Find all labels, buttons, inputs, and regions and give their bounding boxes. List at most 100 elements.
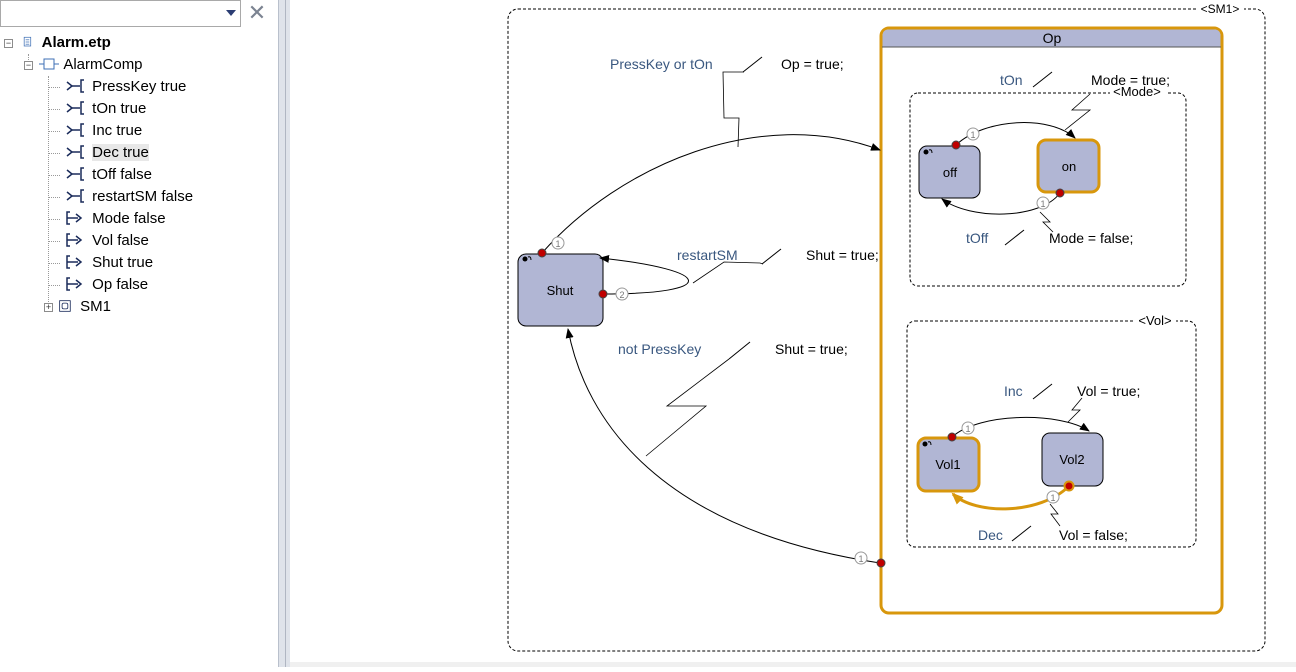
tree-item-output[interactable]: Shut true <box>66 253 153 273</box>
transition-restart-zigzag <box>692 261 764 284</box>
mode-label-bg <box>1110 86 1166 99</box>
sm1-label-bg <box>1196 2 1244 16</box>
priority-badge <box>1046 490 1060 504</box>
transition-vol1-to-vol2-action: Vol = true; <box>1077 383 1140 399</box>
output-port-icon <box>66 233 83 247</box>
tree-item-input[interactable]: Inc true <box>66 121 142 141</box>
tree-label-input: tOn true <box>92 100 147 117</box>
expand-toggle-sm1[interactable]: + <box>44 302 53 312</box>
tree-item-input[interactable]: Dec true <box>66 143 149 163</box>
collapse-toggle-component[interactable]: − <box>24 60 33 70</box>
priority-label: 2 <box>619 290 624 300</box>
output-port-icon <box>66 277 83 291</box>
tree-label-root: Alarm.etp <box>41 34 111 51</box>
off-state-label: off <box>943 165 958 180</box>
priority-label: 1 <box>858 554 863 564</box>
tree-label-input: Inc true <box>92 122 143 139</box>
op-state-label: Op <box>1043 30 1062 46</box>
horizontal-scrollbar-track[interactable] <box>290 662 1296 667</box>
transition-op-to-shut-zigzag <box>645 358 730 457</box>
vol2-state-label: Vol2 <box>1059 452 1084 467</box>
tree-label-input: tOff false <box>92 166 152 183</box>
chevron-down-icon[interactable] <box>226 10 236 16</box>
tree-label-output: Shut true <box>92 254 154 271</box>
input-port-icon <box>66 123 84 137</box>
transition-source-dot <box>876 558 886 568</box>
transition-op-to-shut-slash <box>728 341 751 360</box>
vol-region[interactable] <box>906 320 1197 548</box>
output-port-icon <box>66 255 83 269</box>
transition-source-dot <box>1055 188 1065 198</box>
close-icon[interactable]: ✕ <box>247 0 267 25</box>
tree-item-input[interactable]: PressKey true <box>66 77 186 97</box>
transition-shut-to-op[interactable] <box>541 134 881 254</box>
priority-badge <box>615 287 629 301</box>
transition-on-to-off-slash <box>1004 229 1025 246</box>
transition-off-to-on-zigzag <box>1064 93 1092 131</box>
tree-item-output[interactable]: Vol false <box>66 231 149 251</box>
state-machine-icon <box>59 300 71 312</box>
output-port-icon <box>66 211 83 225</box>
component-icon <box>39 58 59 70</box>
tree-item-input[interactable]: tOff false <box>66 165 152 185</box>
input-port-icon <box>66 145 84 159</box>
tree-label-output: Mode false <box>92 210 166 227</box>
transition-restart-slash <box>761 248 782 265</box>
tree-label-input: Dec true <box>92 144 149 161</box>
tree-item-input[interactable]: tOn true <box>66 99 146 119</box>
mode-region[interactable] <box>909 92 1187 287</box>
explorer-combo-box[interactable] <box>0 0 241 27</box>
priority-badge <box>551 236 565 250</box>
on-state[interactable] <box>1036 138 1101 194</box>
transition-vol1-to-vol2-zigzag <box>1067 397 1083 423</box>
vol-region-label: <Vol> <box>1138 313 1171 328</box>
priority-label: 1 <box>1040 199 1045 209</box>
transition-restart-loop[interactable] <box>599 254 689 295</box>
tree-item-output[interactable]: Mode false <box>66 209 166 229</box>
tree-item-input[interactable]: restartSM false <box>66 187 193 207</box>
shut-state-label: Shut <box>547 283 574 298</box>
transition-vol2-to-vol1-trigger: Dec <box>978 527 1003 543</box>
transition-off-to-on-trigger: tOn <box>1000 72 1023 88</box>
on-state-label: on <box>1062 159 1076 174</box>
transition-source-dot <box>598 289 608 299</box>
transition-op-to-shut-trigger: not PressKey <box>618 341 701 357</box>
tree-item-root[interactable]: Alarm.etp <box>22 33 111 53</box>
transition-vol2-to-vol1-slash <box>1011 525 1032 542</box>
tree-label-output: Vol false <box>92 232 149 249</box>
transition-on-to-off-trigger: tOff <box>966 230 988 246</box>
priority-label: 1 <box>970 130 975 140</box>
transition-source-dot <box>951 140 961 150</box>
priority-badge <box>966 127 980 141</box>
transition-shut-to-op-trigger: PressKey or tOn <box>610 56 713 72</box>
off-state[interactable] <box>918 145 981 199</box>
priority-label: 1 <box>555 239 560 249</box>
document-icon <box>23 36 32 47</box>
transition-op-to-shut[interactable] <box>565 328 881 564</box>
transition-vol1-to-vol2-slash <box>1032 383 1053 400</box>
priority-label: 1 <box>965 424 970 434</box>
transition-vol1-to-vol2-trigger: Inc <box>1004 383 1023 399</box>
vol1-state-label: Vol1 <box>935 457 960 472</box>
transition-source-dot <box>947 432 957 442</box>
transition-op-to-shut-action: Shut = true; <box>775 341 848 357</box>
transition-restart-trigger: restartSM <box>677 247 738 263</box>
splitter-line <box>285 0 286 667</box>
tree-item-component[interactable]: AlarmComp <box>38 55 143 75</box>
transition-shut-to-op-action: Op = true; <box>781 56 844 72</box>
panel-splitter[interactable] <box>278 0 290 667</box>
state-diagram-canvas[interactable]: <SM1> Op <Mode> <Vol> Shut off on Vol1 V… <box>290 0 1296 667</box>
input-port-icon <box>66 101 84 115</box>
tree-item-state-machine[interactable]: SM1 <box>58 297 111 317</box>
transition-vol2-to-vol1-action: Vol = false; <box>1059 527 1128 543</box>
transition-source-dot <box>537 248 547 258</box>
collapse-toggle-root[interactable]: − <box>4 38 13 48</box>
priority-badge <box>961 421 975 435</box>
transition-on-to-off[interactable] <box>941 192 1061 215</box>
op-state-header <box>882 29 1221 47</box>
tree-item-output[interactable]: Op false <box>66 275 148 295</box>
transition-shut-to-op-zigzag <box>722 71 744 148</box>
tree-label-state-machine: SM1 <box>80 298 112 315</box>
transition-off-to-on[interactable] <box>955 122 1076 146</box>
initial-state-icon <box>922 441 932 447</box>
